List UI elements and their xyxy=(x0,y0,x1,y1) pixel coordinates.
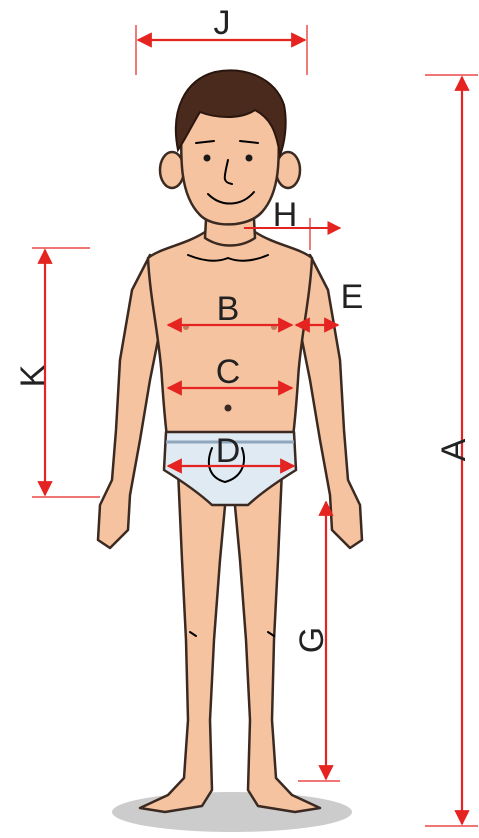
label-a: A xyxy=(435,438,473,461)
label-e: E xyxy=(341,278,364,316)
navel xyxy=(225,405,232,412)
right-eye xyxy=(246,155,253,162)
label-j: J xyxy=(214,4,231,42)
label-d: D xyxy=(216,432,241,470)
left-eye xyxy=(204,155,211,162)
label-h: H xyxy=(273,196,298,234)
left-leg xyxy=(140,470,226,812)
ground-shadow xyxy=(112,792,352,832)
label-g: G xyxy=(293,627,331,653)
label-b: B xyxy=(217,290,240,328)
label-c: C xyxy=(216,353,241,391)
torso xyxy=(148,232,312,445)
label-k: K xyxy=(14,364,52,387)
